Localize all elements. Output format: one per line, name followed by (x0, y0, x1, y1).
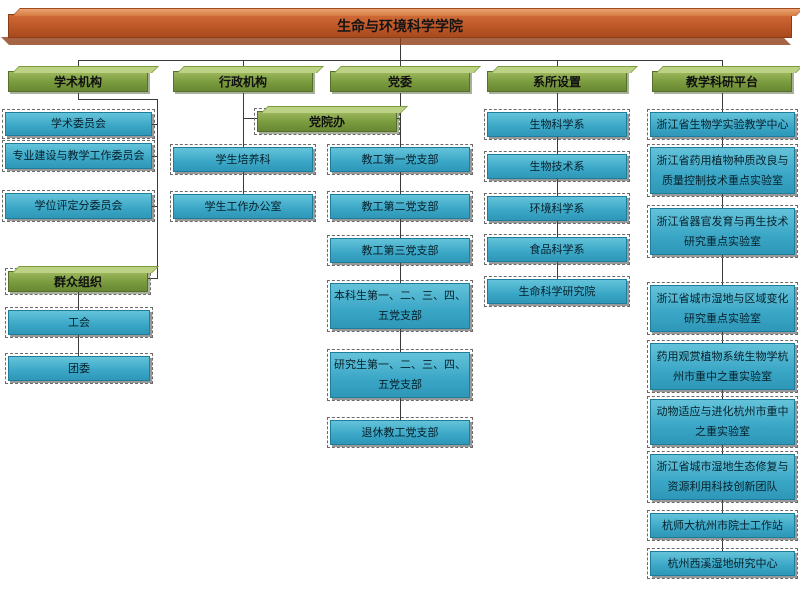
node-ornamental-plant-lab: 药用观赏植物系统生物学杭州市重中之重实验室 (647, 340, 798, 393)
node-degree-subcommittee: 学位评定分委员会 (2, 190, 155, 222)
connector (148, 278, 157, 279)
node-animal-evolution-lab: 动物适应与进化杭州市重中之重实验室 (647, 396, 798, 448)
node-food-science-dept: 食品科学系 (484, 234, 630, 265)
node-faculty-party-branch-1: 教工第一党支部 (327, 144, 473, 175)
node-grad-party-branches: 研究生第一、二、三、四、五党支部 (327, 349, 473, 401)
node-youth-league: 团委 (5, 353, 153, 384)
node-major-teaching-committee: 专业建设与教学工作委员会 (2, 140, 155, 172)
node-biotech-dept: 生物技术系 (484, 151, 630, 182)
node-student-affairs-office: 学生工作办公室 (170, 191, 316, 222)
node-academic-orgs: 学术机构 (8, 71, 148, 92)
connector (78, 99, 158, 100)
node-academician-workstation: 杭师大杭州市院士工作站 (647, 510, 798, 541)
node-admin-orgs: 行政机构 (173, 71, 313, 92)
connector (557, 93, 558, 292)
node-organ-regeneration-lab: 浙江省器官发育与再生技术研究重点实验室 (647, 205, 798, 258)
node-party-college-office: 党院办 (254, 108, 400, 135)
node-mass-organizations: 群众组织 (5, 268, 151, 295)
connector (152, 124, 157, 125)
node-urban-wetland-lab: 浙江省城市湿地与区域变化研究重点实验室 (647, 282, 798, 335)
node-faculty-party-branch-2: 教工第二党支部 (327, 191, 473, 222)
node-retired-party-branch: 退休教工党支部 (327, 417, 473, 448)
node-academic-committee: 学术委员会 (2, 109, 155, 139)
node-env-science-dept: 环境科学系 (484, 193, 630, 224)
node-bio-teaching-center: 浙江省生物学实验教学中心 (647, 109, 798, 140)
node-departments: 系所设置 (487, 71, 627, 92)
connector (78, 93, 79, 99)
node-bioscience-dept: 生物科学系 (484, 109, 630, 140)
connector (157, 99, 158, 279)
node-labor-union: 工会 (5, 307, 153, 338)
node-xixi-wetland-center: 杭州西溪湿地研究中心 (647, 548, 798, 579)
connector (152, 206, 157, 207)
node-life-science-institute: 生命科学研究院 (484, 276, 630, 307)
node-student-training-section: 学生培养科 (170, 144, 316, 175)
connector (152, 156, 157, 157)
node-undergrad-party-branches: 本科生第一、二、三、四、五党支部 (327, 280, 473, 332)
node-faculty-party-branch-3: 教工第三党支部 (327, 235, 473, 266)
connector (400, 38, 401, 60)
node-medicinal-plant-lab: 浙江省药用植物种质改良与质量控制技术重点实验室 (647, 144, 798, 197)
connector (243, 118, 257, 119)
node-wetland-restoration-team: 浙江省城市湿地生态修复与资源利用科技创新团队 (647, 451, 798, 503)
node-college-root: 生命与环境科学学院 (8, 14, 792, 38)
connector (400, 93, 401, 433)
connector (397, 118, 400, 119)
node-party-committee: 党委 (330, 71, 470, 92)
node-research-platforms: 教学科研平台 (652, 71, 792, 92)
